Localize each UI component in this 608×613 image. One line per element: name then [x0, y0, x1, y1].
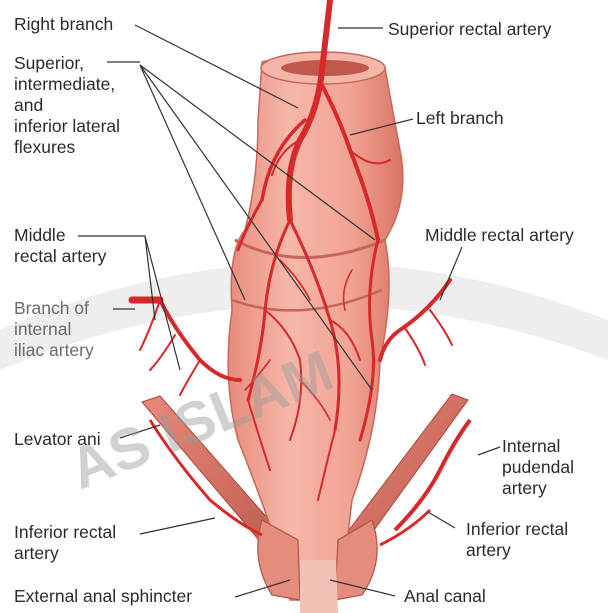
label-line: and: [14, 95, 120, 116]
label-inferior-rectal-artery-left: Inferior rectal artery: [14, 522, 116, 564]
label-line: Middle: [14, 225, 106, 246]
label-line: artery: [466, 540, 568, 561]
label-line: internal: [14, 319, 94, 340]
label-inferior-rectal-artery-right: Inferior rectal artery: [466, 519, 568, 561]
label-line: flexures: [14, 137, 120, 158]
label-line: inferior lateral: [14, 116, 120, 137]
anal-canal: [300, 560, 338, 613]
label-line: Inferior rectal: [14, 522, 116, 543]
label-middle-rectal-artery-right: Middle rectal artery: [425, 225, 574, 246]
label-line: rectal artery: [14, 246, 106, 267]
label-superior-rectal-artery: Superior rectal artery: [388, 19, 551, 40]
label-line: intermediate,: [14, 74, 120, 95]
label-levator-ani: Levator ani: [14, 429, 101, 450]
label-flexures: Superior, intermediate, and inferior lat…: [14, 53, 120, 158]
label-line: iliac artery: [14, 340, 94, 361]
label-external-anal-sphincter: External anal sphincter: [14, 586, 192, 607]
label-line: Inferior rectal: [466, 519, 568, 540]
label-branch-internal-iliac: Branch of internal iliac artery: [14, 298, 94, 361]
label-line: Branch of: [14, 298, 94, 319]
label-line: Superior,: [14, 53, 120, 74]
label-internal-pudendal-artery: Internal pudendal artery: [502, 436, 574, 499]
label-line: pudendal: [502, 457, 574, 478]
label-anal-canal: Anal canal: [404, 586, 486, 607]
label-line: artery: [14, 543, 116, 564]
inferior-rectal-right-vessel: [380, 510, 430, 545]
label-line: Internal: [502, 436, 574, 457]
label-left-branch: Left branch: [416, 108, 504, 129]
label-line: artery: [502, 478, 574, 499]
label-right-branch: Right branch: [14, 14, 113, 35]
label-middle-rectal-artery-left: Middle rectal artery: [14, 225, 106, 267]
